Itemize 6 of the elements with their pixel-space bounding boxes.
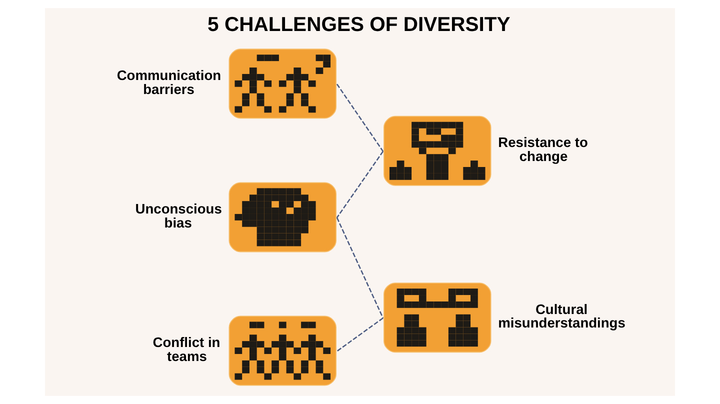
node-label: Resistance to change — [498, 134, 588, 164]
diagram-title: 5 CHALLENGES OF DIVERSITY — [208, 14, 510, 36]
node-label: Cultural misunderstandings — [498, 300, 626, 331]
node-label: Conflict in teams — [152, 334, 220, 364]
node-label: Unconscious bias — [135, 200, 222, 230]
node-label: Communication barriers — [116, 66, 222, 97]
